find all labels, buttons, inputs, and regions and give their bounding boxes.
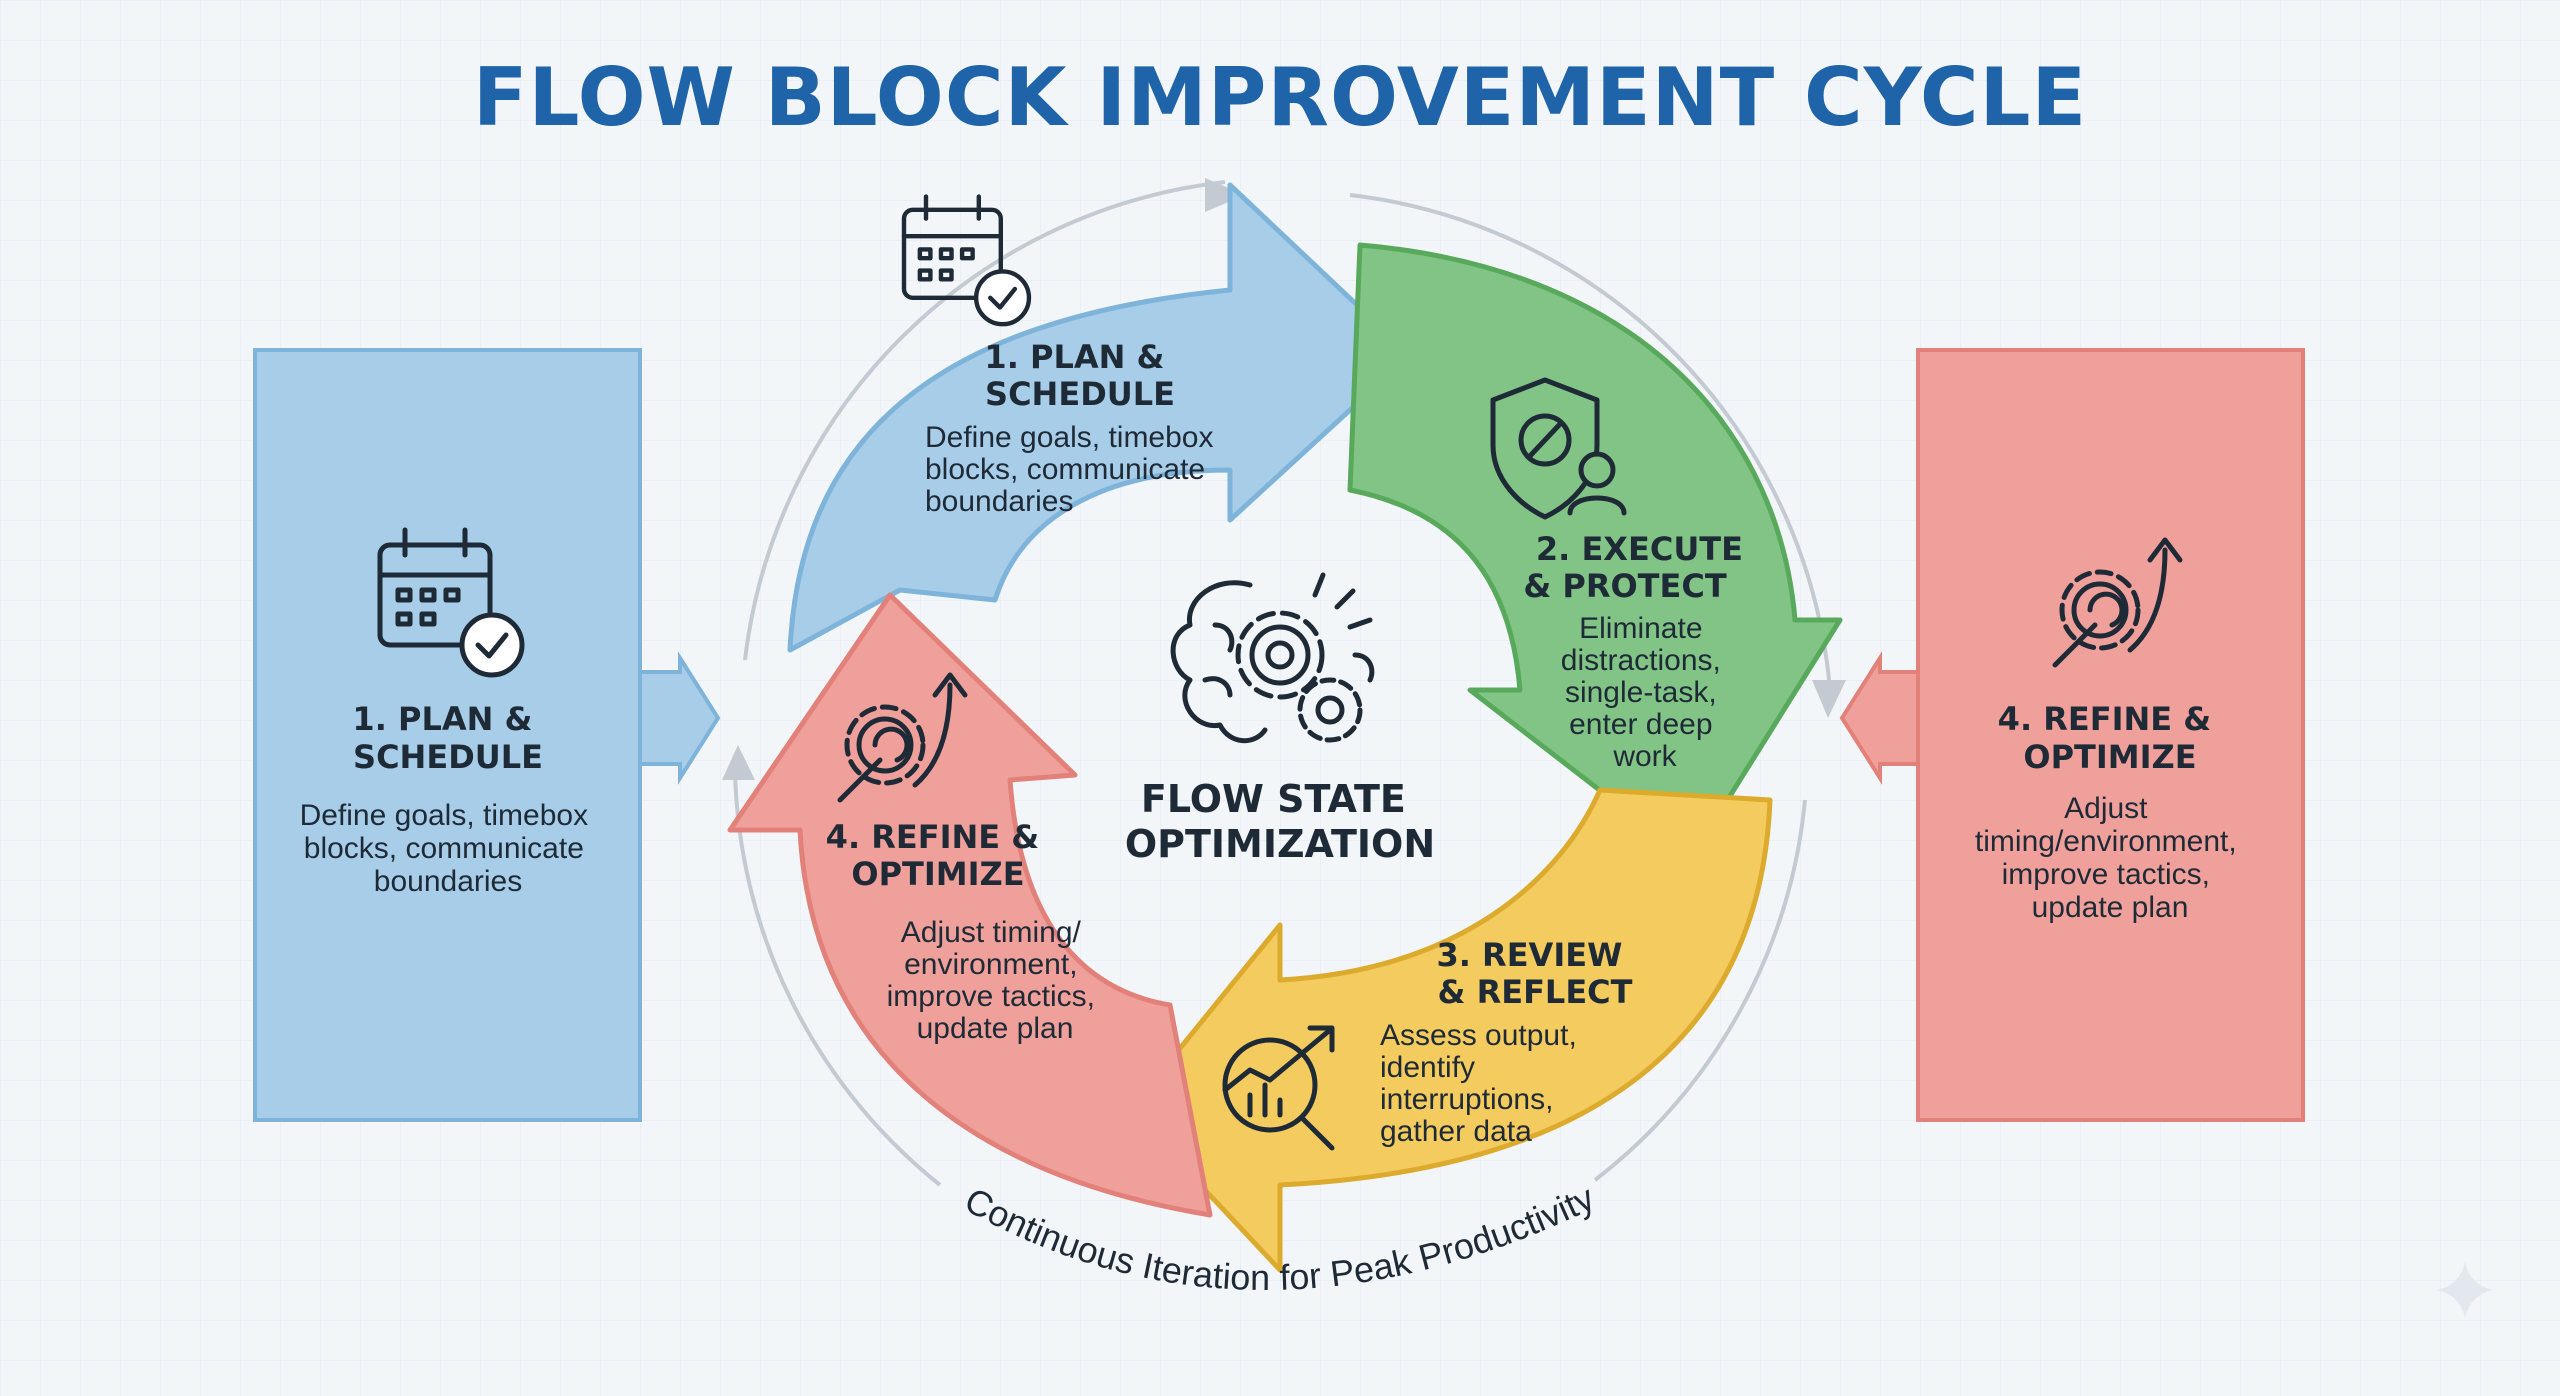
- cycle-guide-arcs: [722, 178, 1846, 1187]
- stage-body: boundaries: [925, 485, 1073, 518]
- stage-body: single-task,: [1565, 676, 1717, 709]
- right-panel-body: improve tactics,: [2002, 858, 2210, 891]
- page-title: FLOW BLOCK IMPROVEMENT CYCLE: [473, 51, 2087, 144]
- right-panel-heading: OPTIMIZE: [2023, 738, 2196, 776]
- svg-text:1. PLAN & SCHEDULE: 1. PLAN & SCHEDULE: [352, 700, 543, 776]
- stage-body: Assess output,: [1380, 1019, 1577, 1052]
- stage-body: blocks, communicate: [925, 453, 1205, 486]
- left-panel-heading: 1. PLAN &: [352, 700, 532, 738]
- left-panel-body: boundaries: [374, 865, 522, 898]
- center-title: FLOW STATE: [1141, 777, 1406, 821]
- stage-body: interruptions,: [1380, 1083, 1553, 1116]
- svg-text:Assess output, identify: Assess output, identify interruptions, g…: [1380, 1019, 1585, 1148]
- cycle-arrow-refine: [727, 592, 1213, 1218]
- svg-text:Define goals, timebox bl: Define goals, timebox blocks, communicat…: [925, 421, 1222, 518]
- center-flow-state: FLOW STATE OPTIMIZATION: [1125, 572, 1435, 866]
- svg-text:FLOW STATE OPTIMIZATION: FLOW STATE OPTIMIZATION: [1125, 777, 1435, 866]
- stage-body: identify: [1380, 1051, 1475, 1084]
- stage-body: environment,: [904, 948, 1077, 981]
- right-panel-body: timing/environment,: [1975, 825, 2237, 858]
- stage-heading: 1. PLAN &: [984, 338, 1164, 376]
- stage-body: Define goals, timebox: [925, 421, 1214, 454]
- left-panel-heading: SCHEDULE: [353, 738, 543, 776]
- svg-text:Eliminate distractions,: Eliminate distractions, single-task, ent…: [1561, 612, 1729, 773]
- svg-text:4. REFINE & OPTIMIZE: 4. REFINE & OPTIMIZE: [1998, 700, 2223, 776]
- stage-body: update plan: [917, 1012, 1074, 1045]
- stage-refine-optimize: 4. REFINE & OPTIMIZE Adjust timing/ envi…: [826, 675, 1104, 1045]
- stage-plan-schedule: 1. PLAN & SCHEDULE Define goals, timebox…: [904, 197, 1222, 518]
- stage-body: Eliminate: [1579, 612, 1702, 645]
- stage-review-reflect: 3. REVIEW & REFLECT Assess output, ident…: [1222, 936, 1633, 1151]
- chart-magnifier-icon: [1222, 1025, 1335, 1151]
- right-panel-body: Adjust: [2064, 792, 2148, 825]
- svg-text:3. REVIEW & REFLECT: 3. REVIEW & REFLECT: [1436, 936, 1633, 1011]
- stage-execute-protect: 2. EXECUTE & PROTECT Eliminate distracti…: [1490, 377, 1754, 773]
- svg-text:4. REFINE & OPTIMIZE: 4. REFINE & OPTIMIZE: [826, 818, 1051, 893]
- stage-body: work: [1612, 740, 1677, 773]
- stage-heading: OPTIMIZE: [851, 855, 1024, 893]
- sparkle-icon: [2437, 1262, 2493, 1318]
- stage-body: enter deep: [1569, 708, 1712, 741]
- stage-heading: & PROTECT: [1523, 567, 1727, 605]
- left-panel-body: Define goals, timebox: [300, 799, 589, 832]
- stage-heading: 3. REVIEW: [1436, 936, 1622, 974]
- svg-text:Adjust timing/ environme: Adjust timing/ environment, improve tact…: [887, 916, 1104, 1045]
- stage-body: Adjust timing/: [901, 916, 1082, 949]
- cycle-arrow-execute: [1347, 242, 1843, 863]
- left-panel-body: blocks, communicate: [304, 832, 584, 865]
- stage-body: improve tactics,: [887, 980, 1095, 1013]
- center-title: OPTIMIZATION: [1125, 822, 1435, 866]
- right-panel-heading: 4. REFINE &: [1998, 700, 2212, 738]
- brain-gears-icon: [1170, 572, 1375, 744]
- shield-worker-icon: [1490, 377, 1627, 520]
- stage-body: distractions,: [1561, 644, 1721, 677]
- cycle-arrow-plan: [787, 182, 1413, 653]
- svg-text:Adjust timing/environmen: Adjust timing/environment, improve tacti…: [1975, 792, 2245, 924]
- stage-body: gather data: [1380, 1115, 1532, 1148]
- cycle-arrow-review: [1127, 787, 1773, 1273]
- stage-heading: SCHEDULE: [985, 375, 1175, 413]
- stage-heading: 2. EXECUTE: [1536, 530, 1743, 568]
- stage-heading: 4. REFINE &: [826, 818, 1040, 856]
- svg-text:1. PLAN & SCHEDULE: 1. PLAN & SCHEDULE: [984, 338, 1175, 413]
- svg-text:2. EXECUTE & PROTECT: 2. EXECUTE & PROTECT: [1523, 530, 1754, 605]
- right-panel-body: update plan: [2032, 891, 2189, 924]
- calendar-check-icon: [904, 197, 1029, 325]
- right-panel-refine-optimize: 4. REFINE & OPTIMIZE Adjust timing/envir…: [1839, 348, 2305, 1122]
- stage-heading: & REFLECT: [1438, 973, 1633, 1011]
- left-panel-plan-schedule: 1. PLAN & SCHEDULE Define goals, timebox…: [253, 348, 721, 1122]
- svg-text:Define goals, timebox bl: Define goals, timebox blocks, communicat…: [300, 799, 597, 898]
